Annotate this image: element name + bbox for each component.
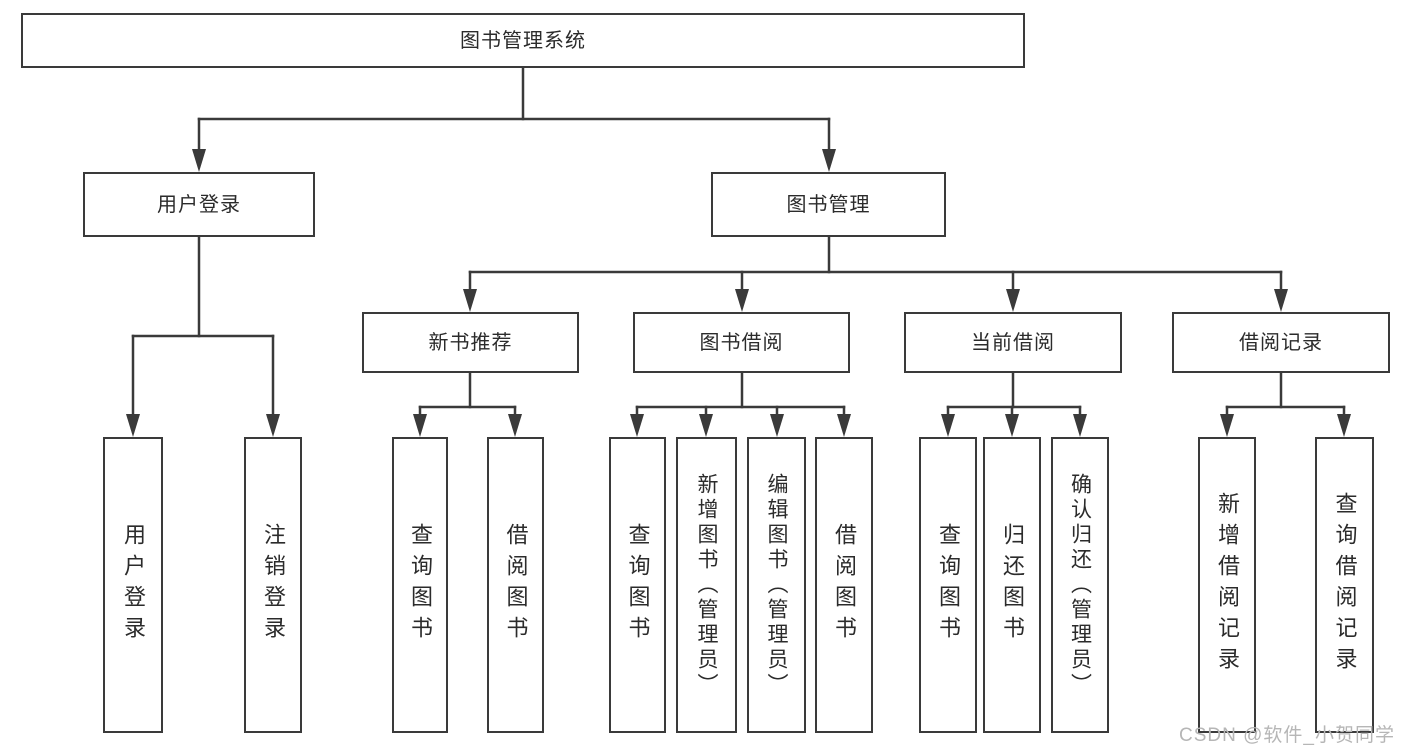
leaf-label: 归还图书: [1000, 523, 1025, 647]
node-user-login: 用户登录: [83, 172, 315, 237]
node-library-system: 图书管理系统: [21, 13, 1025, 68]
node-new-book-recommend: 新书推荐: [362, 312, 579, 373]
leaf-recommend-query-books: 查询图书: [392, 437, 448, 733]
node-book-borrow: 图书借阅: [633, 312, 850, 373]
node-book-management: 图书管理: [711, 172, 946, 237]
arrowhead-icon: [837, 414, 851, 437]
arrowhead-icon: [630, 414, 644, 437]
arrowhead-icon: [1006, 289, 1020, 312]
leaf-label: 查询图书: [625, 523, 651, 647]
csdn-watermark: CSDN @软件_小贺同学: [1179, 725, 1395, 746]
arrowhead-icon: [1005, 414, 1019, 437]
leaf-borrow-query-books: 查询图书: [609, 437, 666, 733]
arrowhead-icon: [1337, 414, 1351, 437]
leaf-borrow-add-books-admin: 新增图书（管理员）: [676, 437, 737, 733]
leaf-label: 用户登录: [121, 523, 146, 647]
leaf-current-return-books: 归还图书: [983, 437, 1041, 733]
node-borrow-records: 借阅记录: [1172, 312, 1390, 373]
arrowhead-icon: [1220, 414, 1234, 437]
leaf-borrow-edit-books-admin: 编辑图书（管理员）: [747, 437, 806, 733]
arrowhead-icon: [770, 414, 784, 437]
node-current-borrow: 当前借阅: [904, 312, 1122, 373]
leaf-logout: 注销登录: [244, 437, 302, 733]
arrowhead-icon: [699, 414, 713, 437]
leaf-label: 借阅图书: [832, 523, 857, 647]
arrowhead-icon: [822, 149, 836, 172]
leaf-recommend-borrow-books: 借阅图书: [487, 437, 544, 733]
leaf-records-query-record: 查询借阅记录: [1315, 437, 1374, 733]
arrowhead-icon: [463, 289, 477, 312]
leaf-records-add-record: 新增借阅记录: [1198, 437, 1256, 733]
arrowhead-icon: [192, 149, 206, 172]
arrowhead-icon: [941, 414, 955, 437]
arrowhead-icon: [1073, 414, 1087, 437]
leaf-label: 确认归还（管理员）: [1068, 472, 1092, 698]
arrowhead-icon: [126, 414, 140, 437]
leaf-label: 查询图书: [936, 523, 961, 647]
leaf-user-login: 用户登录: [103, 437, 163, 733]
arrowhead-icon: [735, 289, 749, 312]
leaf-label: 查询借阅记录: [1332, 492, 1358, 678]
leaf-label: 借阅图书: [503, 523, 529, 647]
leaf-label: 编辑图书（管理员）: [765, 472, 788, 698]
leaf-current-confirm-return-admin: 确认归还（管理员）: [1051, 437, 1109, 733]
arrowhead-icon: [413, 414, 427, 437]
leaf-label: 新增图书（管理员）: [695, 472, 718, 698]
leaf-label: 新增借阅记录: [1215, 492, 1240, 678]
leaf-current-query-books: 查询图书: [919, 437, 977, 733]
leaf-borrow-borrow-books: 借阅图书: [815, 437, 873, 733]
arrowhead-icon: [1274, 289, 1288, 312]
leaf-label: 查询图书: [408, 523, 433, 647]
leaf-label: 注销登录: [261, 523, 286, 647]
arrowhead-icon: [266, 414, 280, 437]
arrowhead-icon: [508, 414, 522, 437]
